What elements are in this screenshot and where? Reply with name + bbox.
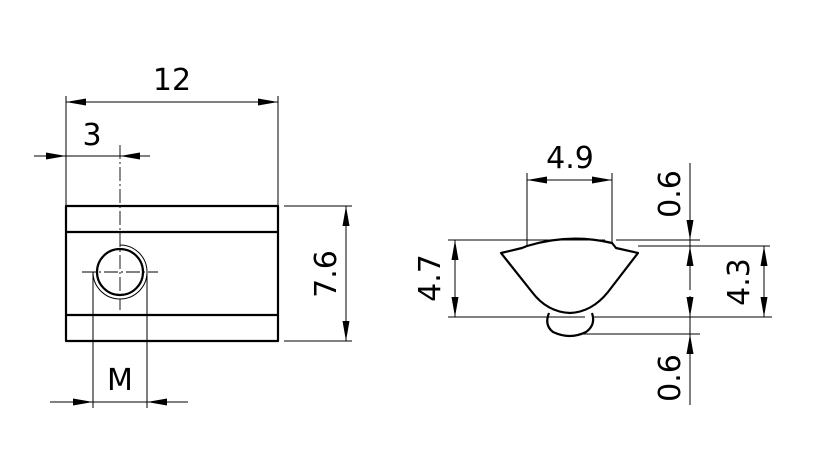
nut-outline bbox=[64, 204, 280, 343]
dim-m-arrow-right bbox=[147, 398, 167, 406]
dim-12-arrow-right bbox=[258, 98, 278, 106]
dim-m-label: M bbox=[107, 363, 133, 398]
dim-0-6-top-label: 0.6 bbox=[653, 170, 688, 218]
dim-0-6-top-arrow-down bbox=[686, 220, 694, 240]
dim-4-7-label: 4.7 bbox=[413, 254, 448, 302]
dim-4-7-arrow-top bbox=[451, 240, 459, 260]
right-view: 4.9 4.7 0.6 4.3 0.6 bbox=[413, 141, 772, 405]
dim-3-label: 3 bbox=[82, 118, 101, 153]
dim-m-arrow-left bbox=[73, 398, 93, 406]
dim-12-label: 12 bbox=[153, 63, 191, 98]
dim-7-6-arrow-bottom bbox=[342, 321, 350, 341]
dim-0-6-bottom-arrow-up bbox=[686, 334, 694, 354]
dim-7-6-arrow-top bbox=[342, 206, 350, 226]
dim-4-3-label: 4.3 bbox=[722, 258, 757, 306]
dim-4-9-arrow-right bbox=[592, 176, 612, 184]
dim-4-3-arrow-top bbox=[760, 246, 768, 266]
dim-0-6-bottom-arrow-down bbox=[686, 297, 694, 317]
thread-hole-outer-arc bbox=[92, 244, 148, 300]
dim-4-3-arrow-bottom bbox=[760, 297, 768, 317]
dim-0-6-bottom-label: 0.6 bbox=[653, 354, 688, 402]
dim-4-9-label: 4.9 bbox=[546, 141, 594, 176]
dim-4-9-arrow-left bbox=[527, 176, 547, 184]
profile-outline bbox=[499, 237, 640, 315]
dim-3-arrow-right bbox=[120, 152, 140, 160]
dim-3-arrow-left bbox=[46, 152, 66, 160]
dim-0-6-top-arrow-up bbox=[686, 246, 694, 266]
dim-4-7-arrow-bottom bbox=[451, 297, 459, 317]
profile-bottom-bump bbox=[546, 312, 595, 338]
left-view: 12 3 7.6 M bbox=[34, 63, 352, 408]
dim-12-arrow-left bbox=[66, 98, 86, 106]
dim-7-6-label: 7.6 bbox=[309, 250, 344, 298]
